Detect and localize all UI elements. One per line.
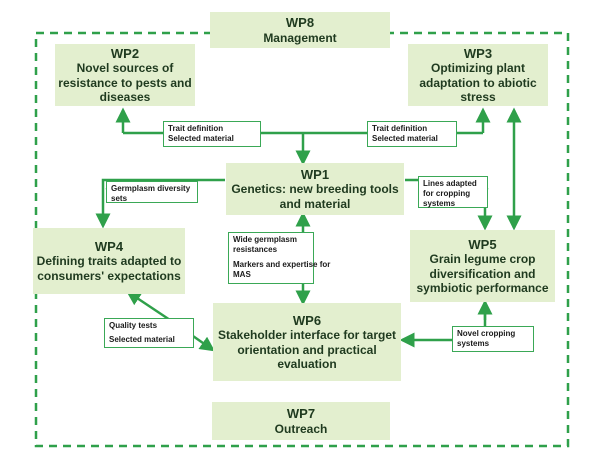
wp2-box: WP2 Novel sources of resistance to pests…	[55, 44, 195, 106]
note-lines-adapted-line1: Lines adapted	[423, 179, 477, 188]
note-germplasm: Germplasm diversity sets	[106, 181, 198, 203]
wp5-id: WP5	[468, 236, 497, 252]
wp8-id: WP8	[285, 15, 315, 30]
note-trait-left-line1: Trait definition	[168, 124, 224, 133]
wp8-box: WP8 Management	[210, 12, 390, 48]
note-wide-germplasm: Wide germplasm resistances Markers and e…	[228, 232, 331, 284]
note-wide-line2: resistances	[233, 245, 278, 254]
arrow-wp1-to-wp4	[95, 178, 225, 229]
note-trait-left-line2: Selected material	[168, 134, 234, 143]
wp6-title: Stakeholder interface for target orienta…	[217, 328, 397, 371]
wp5-title: Grain legume crop diversification and sy…	[416, 252, 549, 295]
note-germplasm-line2: sets	[111, 194, 128, 203]
note-germplasm-line1: Germplasm diversity	[111, 184, 191, 193]
note-novel-cropping: Novel cropping systems	[452, 326, 534, 352]
wp7-box: WP7 Outreach	[212, 402, 390, 440]
wp2-title: Novel sources of resistance to pests and…	[58, 61, 192, 104]
wp6-id: WP6	[292, 312, 322, 328]
wp2-id: WP2	[110, 45, 140, 61]
arrow-wp6-to-wp4	[125, 290, 171, 322]
note-lines-adapted-line3: systems	[423, 199, 456, 208]
wp1-id: WP1	[300, 166, 330, 182]
note-novel-line1: Novel cropping	[457, 329, 516, 338]
note-wide-line3: Markers and expertise for	[233, 260, 331, 269]
wp4-id: WP4	[94, 238, 124, 254]
wp4-title: Defining traits adapted to consumers' ex…	[36, 254, 182, 283]
note-quality-line2: Selected material	[109, 335, 175, 344]
wp4-box: WP4 Defining traits adapted to consumers…	[33, 228, 185, 294]
note-lines-adapted-line2: for cropping	[423, 189, 471, 198]
wp7-id: WP7	[286, 406, 316, 421]
wp8-title: Management	[263, 30, 337, 45]
note-trait-right-line2: Selected material	[372, 134, 438, 143]
note-novel-line2: systems	[457, 339, 490, 348]
wp5-box: WP5 Grain legume crop diversification an…	[410, 230, 555, 302]
note-wide-line1: Wide germplasm	[233, 235, 297, 244]
note-lines-adapted: Lines adapted for cropping systems	[418, 176, 488, 208]
note-trait-right-line1: Trait definition	[372, 124, 428, 133]
note-trait-left: Trait definition Selected material	[163, 121, 261, 147]
wp7-title: Outreach	[274, 421, 328, 436]
note-quality: Quality tests Selected material	[104, 318, 194, 348]
note-quality-line1: Quality tests	[109, 321, 158, 330]
note-wide-line4: MAS	[233, 270, 251, 279]
wp6-box: WP6 Stakeholder interface for target ori…	[213, 303, 401, 381]
wp3-title: Optimizing plant adaptation to abiotic s…	[419, 61, 537, 104]
note-trait-right: Trait definition Selected material	[367, 121, 457, 147]
wp1-title: Genetics: new breeding tools and materia…	[231, 182, 399, 211]
wp3-box: WP3 Optimizing plant adaptation to abiot…	[408, 44, 548, 106]
wp1-box: WP1 Genetics: new breeding tools and mat…	[226, 163, 404, 215]
wp3-id: WP3	[463, 45, 493, 61]
